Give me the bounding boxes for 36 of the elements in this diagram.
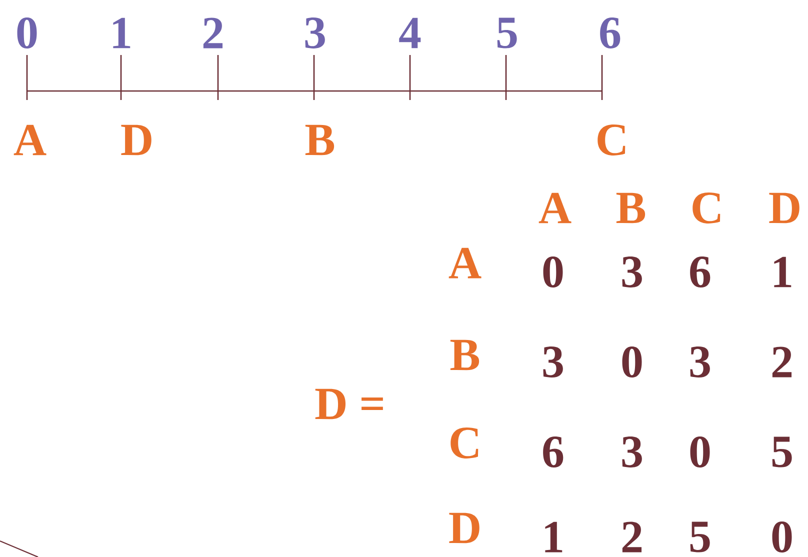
- row-header: B: [450, 340, 480, 370]
- point-label: D: [121, 124, 152, 156]
- matrix-cell: 0: [772, 521, 792, 553]
- matrix-cell: 6: [543, 436, 564, 468]
- matrix-cell: 1: [545, 522, 562, 552]
- point-label: C: [598, 124, 626, 156]
- matrix-cell: 0: [690, 436, 710, 468]
- matrix-name: D =: [315, 388, 383, 420]
- tick-number: 0: [17, 17, 37, 49]
- column-header: D: [769, 192, 800, 224]
- matrix-cell: 1: [774, 256, 792, 288]
- column-header: B: [616, 192, 646, 224]
- matrix-cell: 3: [622, 436, 642, 468]
- tick-number: 3: [305, 18, 325, 48]
- row-header: D: [449, 512, 480, 544]
- tick-number: 4: [399, 18, 421, 48]
- tick-number: 1: [113, 18, 130, 48]
- point-label: B: [305, 124, 334, 156]
- tick-number: 6: [600, 18, 620, 48]
- tick-number: 2: [203, 18, 223, 48]
- matrix-cell: 0: [543, 256, 563, 288]
- column-header: C: [692, 192, 720, 224]
- matrix-cell: 2: [772, 346, 792, 378]
- matrix-cell: 6: [690, 256, 710, 288]
- matrix-cell: 5: [690, 522, 710, 552]
- matrix-cell: 3: [622, 256, 642, 288]
- matrix-cell: 3: [543, 346, 563, 378]
- point-label: A: [14, 124, 46, 156]
- matrix-cell: 2: [622, 522, 642, 552]
- tick-number: 5: [497, 18, 517, 48]
- matrix-cell: 0: [622, 346, 642, 378]
- matrix-cell: 5: [772, 436, 792, 468]
- row-header: C: [450, 428, 478, 458]
- row-header: A: [448, 248, 482, 278]
- column-header: A: [538, 192, 572, 224]
- matrix-cell: 3: [690, 346, 710, 378]
